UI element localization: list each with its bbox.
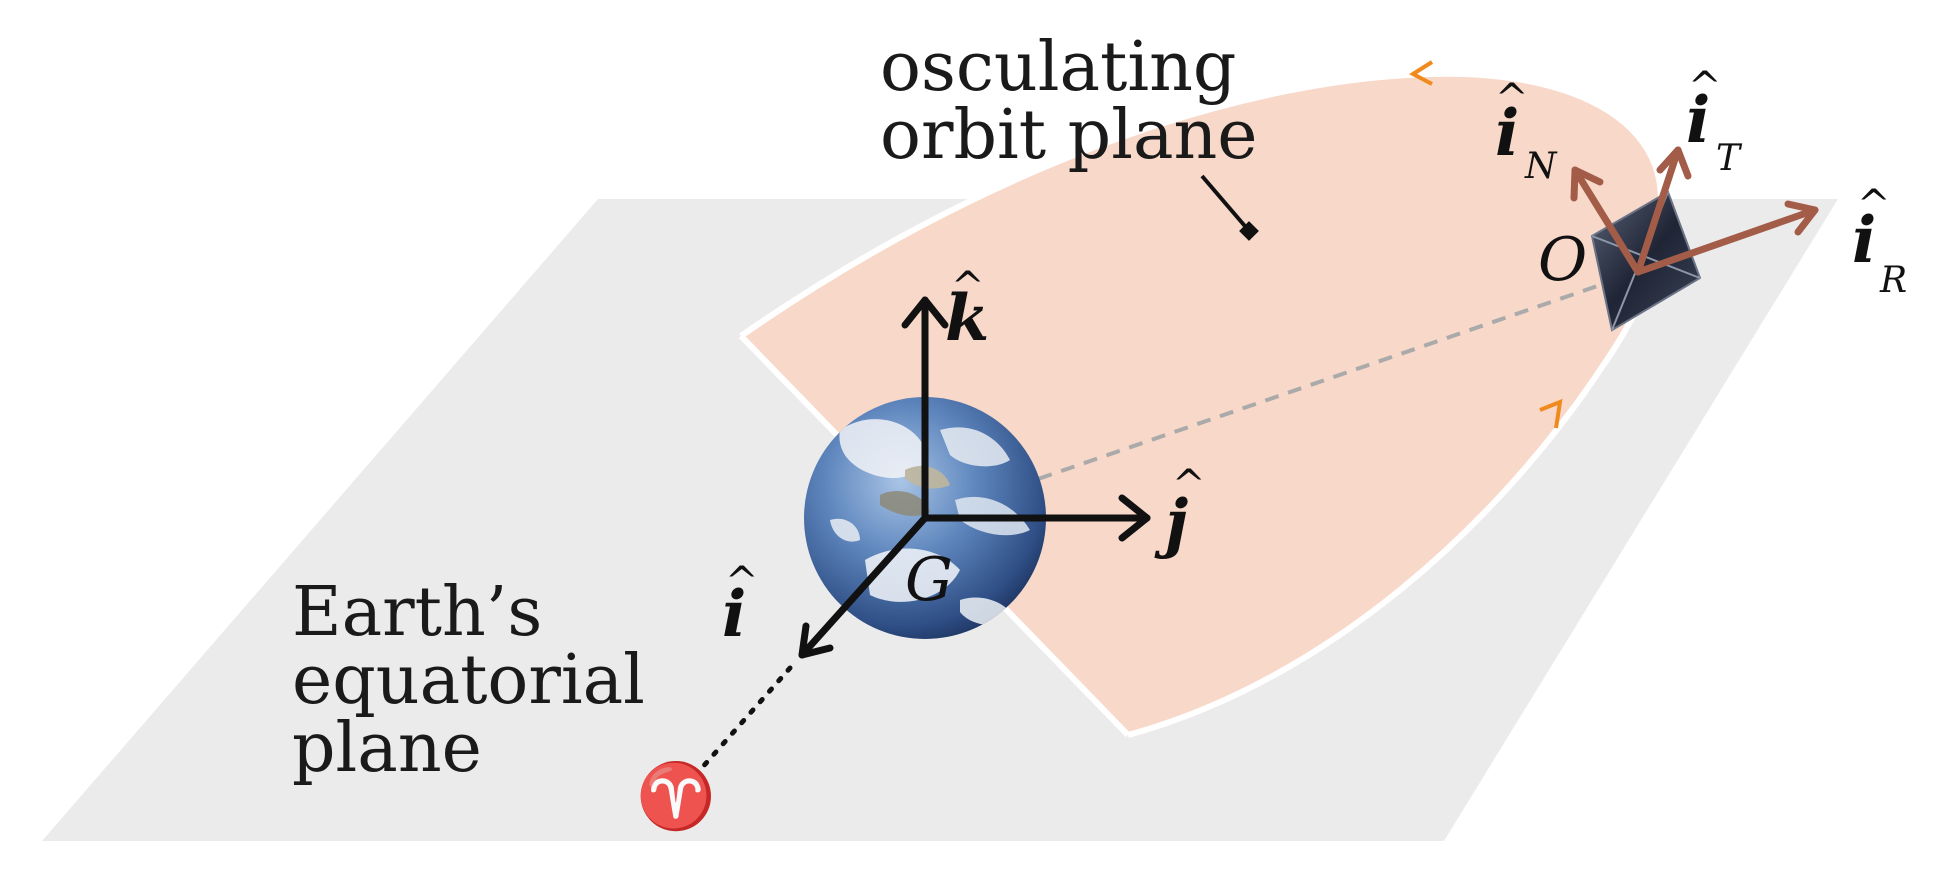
- j-axis-arrow: [921, 494, 1151, 542]
- k-axis-label: k: [945, 281, 989, 356]
- i-axis-label: i: [722, 577, 746, 652]
- k-axis-arrow: [901, 296, 949, 522]
- origin-G-label: G: [905, 545, 953, 615]
- earth-globe-icon: [804, 397, 1046, 639]
- aries-direction-dotted: [697, 665, 793, 773]
- iN-axis-label: i: [1495, 96, 1519, 171]
- iR-subscript: R: [1879, 260, 1907, 301]
- orbit-direction-mark-top: [1409, 60, 1434, 86]
- iT-axis-arrow: [1634, 146, 1692, 276]
- iN-axis-arrow: [1570, 166, 1642, 276]
- position-vector-dashed: [924, 270, 1639, 520]
- aries-symbol: ♈: [636, 760, 716, 834]
- orbit-plane-pointer-tip: [1239, 221, 1259, 241]
- origin-O-label: O: [1538, 225, 1587, 295]
- orbit-plane-edge: [739, 70, 1665, 738]
- j-hat-symbol: ^: [1172, 462, 1206, 508]
- iR-axis-label: i: [1852, 203, 1876, 278]
- equatorial-plane-label-line2: equatorial: [292, 641, 645, 720]
- i-axis-arrow: [798, 514, 929, 659]
- iR-axis-arrow: [1634, 200, 1819, 276]
- equatorial-plane-label-line3: plane: [292, 709, 482, 788]
- i-hat-symbol: ^: [725, 559, 759, 605]
- orbit-plane-label-line1: osculating: [880, 28, 1236, 107]
- orbit-plane-pointer: [1200, 174, 1252, 234]
- iT-subscript: T: [1716, 138, 1743, 179]
- iN-subscript: N: [1524, 146, 1558, 187]
- iT-hat-symbol: ^: [1688, 64, 1722, 110]
- iN-hat-symbol: ^: [1495, 76, 1529, 122]
- orbit-plane-label-line2: orbit plane: [880, 96, 1258, 175]
- iR-hat-symbol: ^: [1857, 182, 1891, 228]
- iT-axis-label: i: [1686, 83, 1710, 158]
- equatorial-plane-label-line1: Earth’s: [292, 573, 542, 652]
- orbit-direction-mark-right: [1539, 398, 1563, 429]
- k-hat-symbol: ^: [951, 264, 985, 310]
